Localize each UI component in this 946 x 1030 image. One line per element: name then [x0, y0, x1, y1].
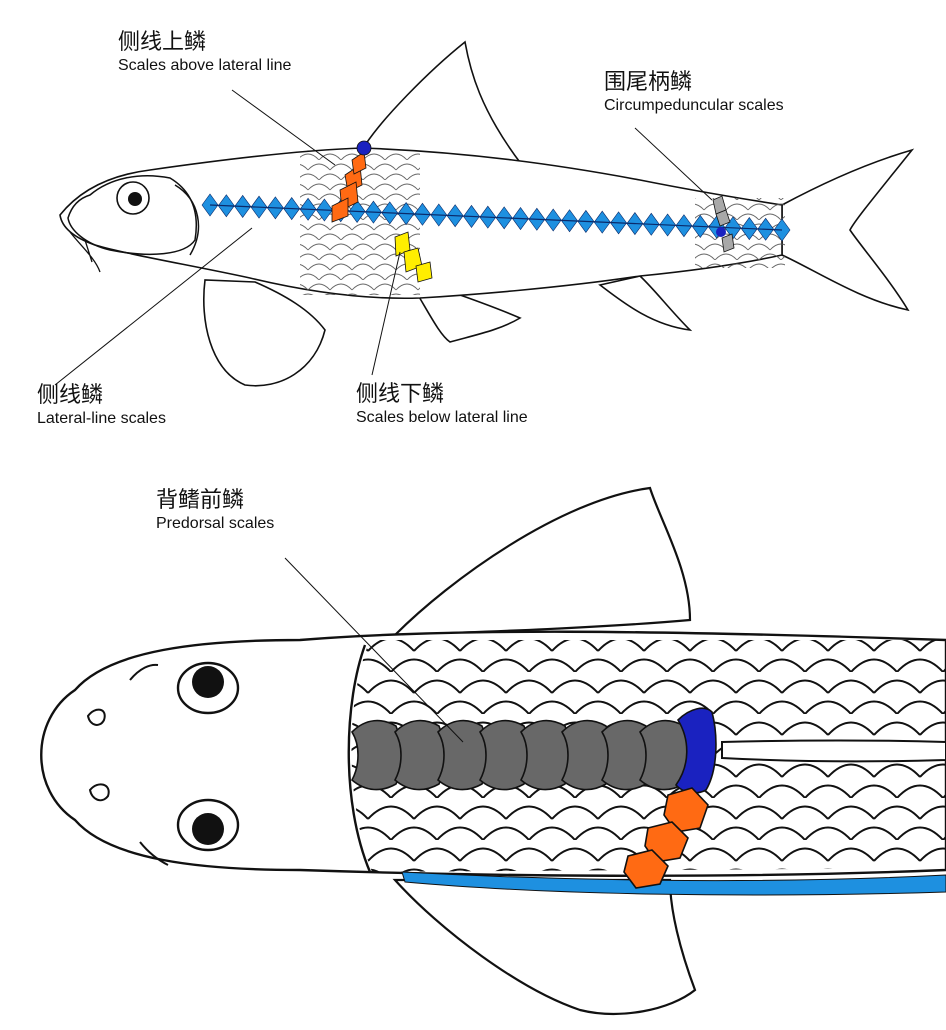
predorsal-scale	[352, 721, 402, 790]
label-circumpeduncular: 围尾柄鳞 Circumpeduncular scales	[604, 70, 784, 115]
label-en: Circumpeduncular scales	[604, 96, 784, 115]
predorsal-scale-row	[352, 721, 690, 790]
label-en: Predorsal scales	[156, 514, 274, 533]
label-lateral-line: 侧线鳞 Lateral-line scales	[37, 383, 166, 428]
label-zh: 侧线下鳞	[356, 382, 528, 408]
anal-fin	[600, 276, 690, 330]
label-en: Lateral-line scales	[37, 409, 166, 428]
pectoral-fin	[204, 280, 325, 386]
dorsal-fin-base	[722, 741, 946, 762]
dorsal-fin-top	[395, 488, 690, 635]
predorsal-scale	[395, 721, 445, 790]
label-zh: 背鳍前鳞	[156, 488, 274, 514]
nostril-lower	[90, 784, 109, 800]
scale-below-3	[416, 262, 432, 282]
label-zh: 围尾柄鳞	[604, 70, 784, 96]
label-zh: 侧线鳞	[37, 383, 166, 409]
label-predorsal: 背鳍前鳞 Predorsal scales	[156, 488, 274, 533]
label-zh: 侧线上鳞	[118, 30, 291, 56]
label-en: Scales below lateral line	[356, 408, 528, 427]
label-scales-above: 侧线上鳞 Scales above lateral line	[118, 30, 291, 75]
caudal-fin	[782, 150, 912, 310]
dorsal-fin	[362, 42, 522, 165]
label-scales-below: 侧线下鳞 Scales below lateral line	[356, 382, 528, 427]
pelvic-fin-bottom	[395, 880, 695, 1014]
dorsal-view-fish	[41, 488, 946, 1014]
label-en: Scales above lateral line	[118, 56, 291, 75]
nostril-upper	[88, 710, 105, 725]
dorsal-origin-scale-side	[357, 141, 371, 155]
